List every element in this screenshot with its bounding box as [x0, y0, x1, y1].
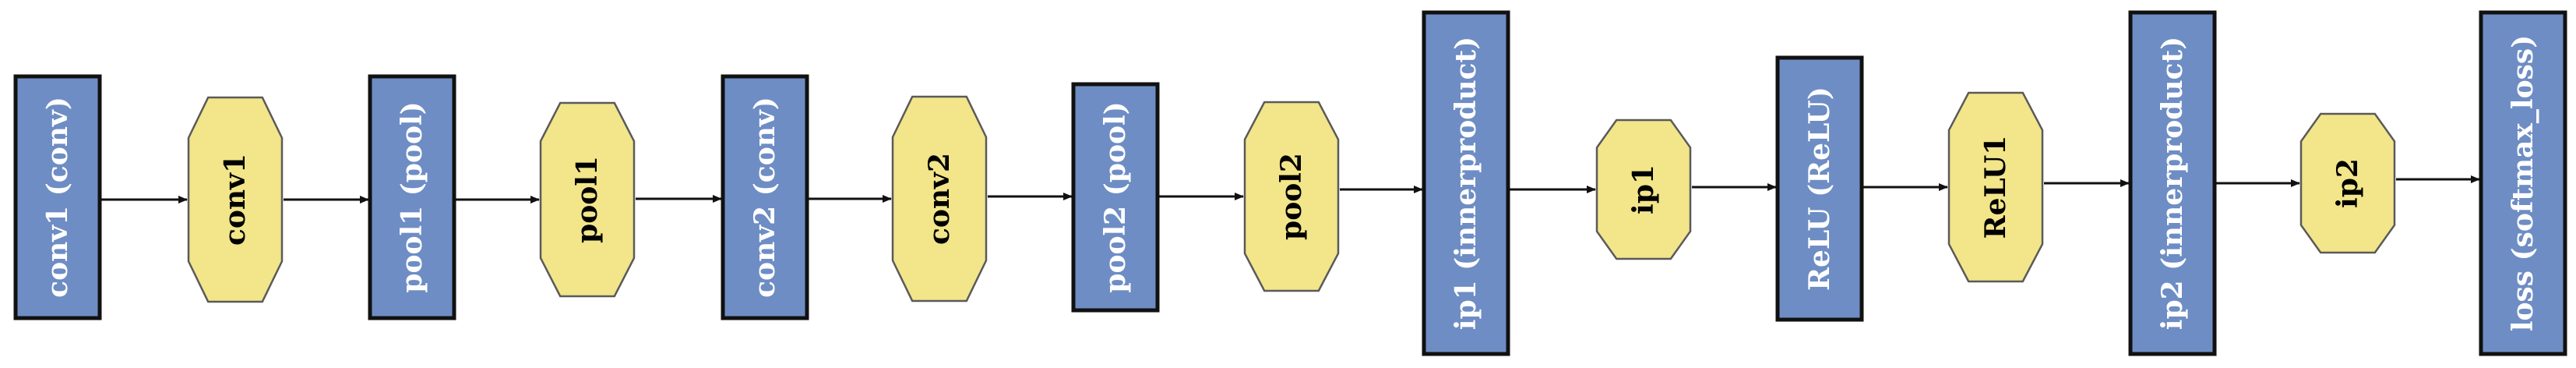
layer-label: conv2 (conv): [749, 97, 781, 298]
layer-node-pool1: pool1 (pool): [368, 74, 456, 320]
layer-label: ip1 (innerproduct): [1450, 37, 1482, 330]
blob-label: ip2: [2331, 158, 2364, 208]
layer-box: [1775, 55, 1864, 322]
layer-box: [368, 74, 456, 320]
blob-octagon: [891, 95, 988, 303]
layer-node-ip1: ip1 (innerproduct): [1422, 10, 1510, 356]
blob-octagon: [539, 101, 636, 298]
blob-node-conv2: conv2: [891, 95, 988, 303]
layer-node-ip2: ip2 (innerproduct): [2128, 10, 2217, 356]
layer-label: conv1 (conv): [41, 97, 74, 298]
layer-node-conv2: conv2 (conv): [721, 74, 809, 320]
blob-label: conv2: [923, 153, 956, 245]
layer-box: [1071, 82, 1160, 313]
blob-label: conv1: [219, 154, 252, 246]
blob-node-conv1: conv1: [187, 96, 284, 303]
layer-box: [2479, 10, 2567, 356]
blob-label: ReLU1: [1979, 136, 2012, 239]
layer-node-conv1: conv1 (conv): [13, 74, 102, 320]
blob-node-pool1: pool1: [539, 101, 636, 298]
blob-octagon: [1595, 119, 1692, 260]
layer-node-loss: loss (softmax_loss): [2479, 10, 2567, 356]
blob-node-ip2: ip2: [2299, 112, 2396, 254]
layer-node-relu: ReLU (ReLU): [1775, 55, 1864, 322]
blob-octagon: [2299, 112, 2396, 254]
blob-label: pool1: [571, 156, 604, 243]
layer-label: pool2 (pool): [1099, 101, 1132, 292]
blob-node-pool2: pool2: [1243, 101, 1340, 292]
layer-box: [2128, 10, 2217, 356]
blob-octagon: [187, 96, 284, 303]
blob-octagon: [1243, 101, 1340, 292]
layer-node-pool2: pool2 (pool): [1071, 82, 1160, 313]
layer-box: [1422, 10, 1510, 356]
edges: [101, 175, 2480, 203]
blob-node-ip1: ip1: [1595, 119, 1692, 260]
layer-label: ReLU (ReLU): [1803, 87, 1836, 291]
blob-label: ip1: [1627, 165, 1660, 214]
blob-node-relu1: ReLU1: [1947, 91, 2044, 283]
layer-label: pool1 (pool): [396, 101, 428, 292]
layer-label: ip2 (innerproduct): [2156, 37, 2189, 330]
layer-box: [721, 74, 809, 320]
blob-octagon: [1947, 91, 2044, 283]
layer-label: loss (softmax_loss): [2507, 35, 2539, 331]
blob-label: pool2: [1275, 153, 1308, 240]
nodes: conv1 (conv) pool1 (pool) conv2 (conv) pool…: [13, 10, 2567, 356]
layer-box: [13, 74, 102, 320]
